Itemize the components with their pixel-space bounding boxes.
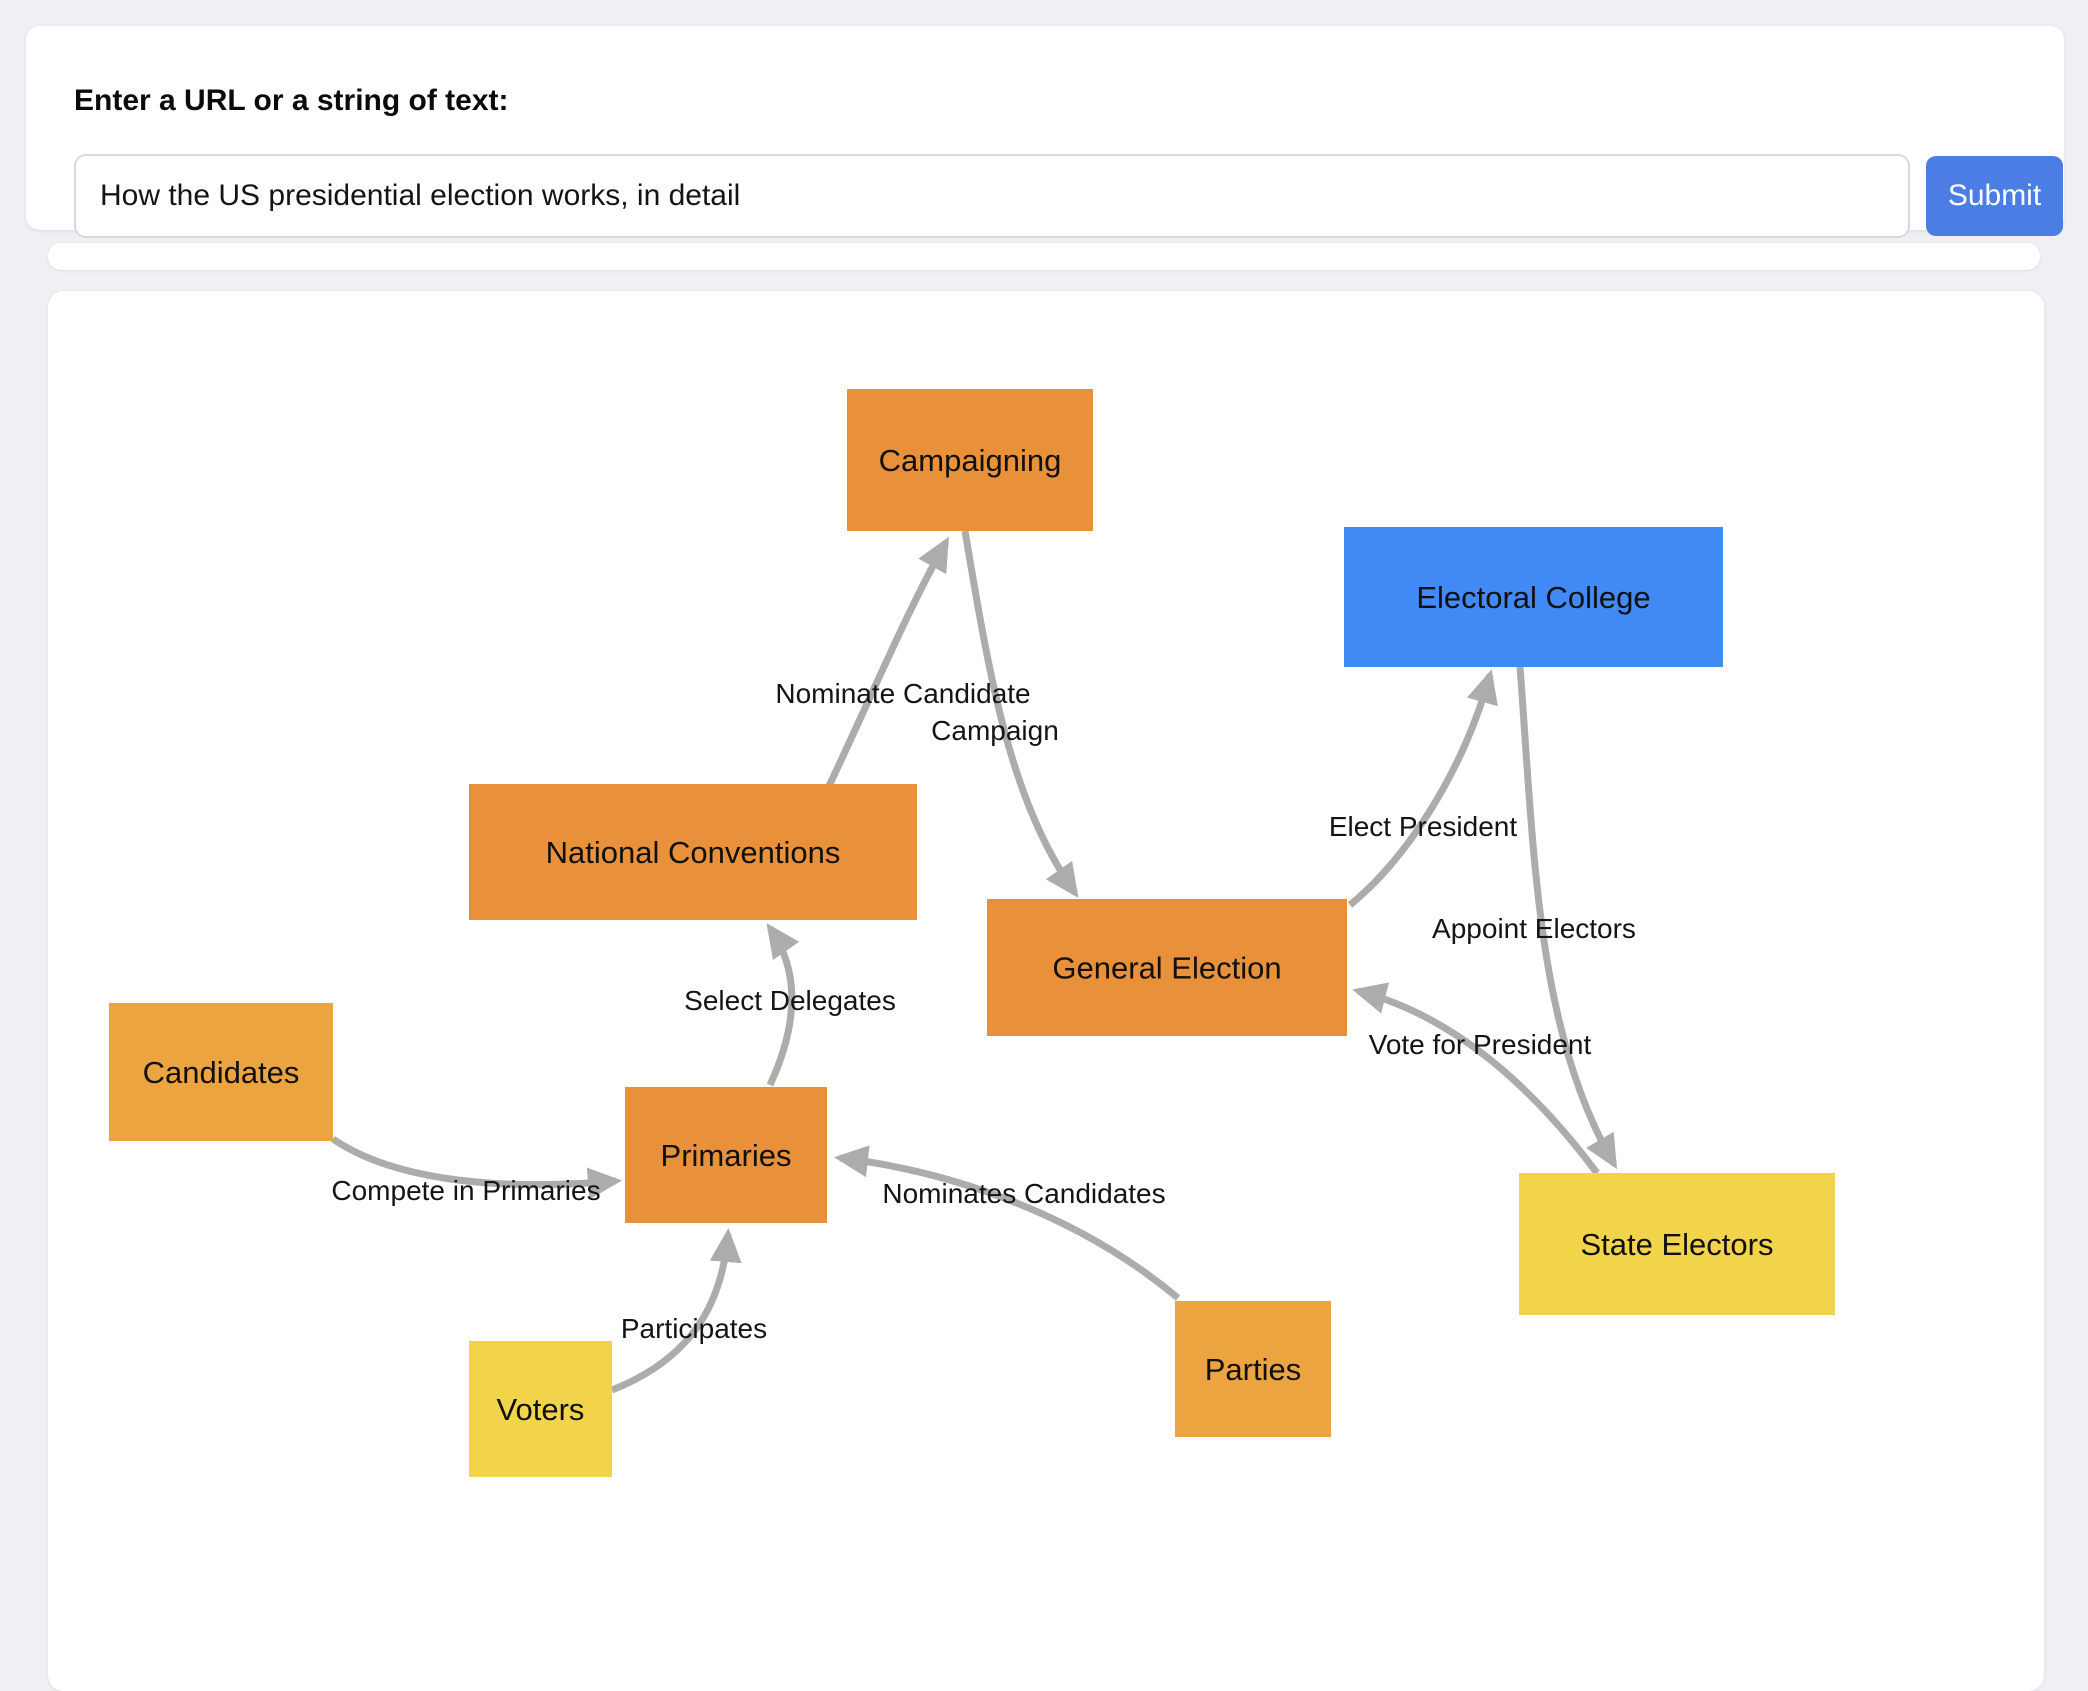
node-primaries[interactable]: Primaries — [625, 1087, 827, 1223]
edge-label-general_election-to-electoral_college: Elect President — [1329, 811, 1518, 842]
node-rect-parties[interactable] — [1175, 1301, 1331, 1437]
edge-label-primaries-to-national_conventions: Select Delegates — [684, 985, 896, 1016]
node-national_conventions[interactable]: National Conventions — [469, 784, 917, 920]
edge-campaigning-to-general_election — [961, 530, 1079, 898]
edge-voters-to-primaries — [610, 1228, 742, 1394]
node-label-national_conventions: National Conventions — [546, 835, 841, 870]
edge-label-electoral_college-to-state_electors: Appoint Electors — [1432, 913, 1636, 944]
node-label-candidates: Candidates — [143, 1055, 300, 1090]
edge-layer — [331, 530, 1618, 1394]
node-candidates[interactable]: Candidates — [109, 1003, 333, 1141]
node-rect-candidates[interactable] — [109, 1003, 333, 1141]
node-state_electors[interactable]: State Electors — [1519, 1173, 1835, 1315]
node-label-voters: Voters — [497, 1392, 585, 1427]
node-parties[interactable]: Parties — [1175, 1301, 1331, 1437]
node-rect-campaigning[interactable] — [847, 389, 1093, 531]
edge-parties-to-primaries — [834, 1145, 1181, 1301]
edge-general_election-to-electoral_college — [1347, 669, 1498, 908]
edge-label-parties-to-primaries: Nominates Candidates — [882, 1178, 1165, 1209]
prompt-label: Enter a URL or a string of text: — [74, 84, 509, 117]
url-text-input[interactable] — [74, 154, 1910, 238]
node-voters[interactable]: Voters — [469, 1341, 612, 1477]
node-label-state_electors: State Electors — [1581, 1227, 1774, 1262]
node-rect-voters[interactable] — [469, 1341, 612, 1477]
edge-national_conventions-to-campaigning — [824, 536, 950, 790]
node-label-parties: Parties — [1205, 1352, 1301, 1387]
edge-state_electors-to-general_election — [1352, 982, 1600, 1176]
node-label-campaigning: Campaigning — [879, 443, 1062, 478]
collapsed-panel-bar — [48, 243, 2040, 270]
edge-electoral_college-to-state_electors — [1516, 666, 1618, 1170]
edge-primaries-to-national_conventions — [766, 923, 800, 1087]
edge-label-voters-to-primaries: Participates — [621, 1313, 767, 1344]
submit-button[interactable]: Submit — [1926, 156, 2063, 236]
edge-label-national_conventions-to-campaigning: Nominate Candidate — [775, 678, 1030, 709]
node-campaigning[interactable]: Campaigning — [847, 389, 1093, 531]
node-label-general_election: General Election — [1052, 951, 1281, 986]
edge-label-candidates-to-primaries: Compete in Primaries — [331, 1175, 600, 1206]
edge-candidates-to-primaries — [331, 1136, 622, 1200]
edge-label-campaigning-to-general_election: Campaign — [931, 715, 1059, 746]
node-electoral_college[interactable]: Electoral College — [1344, 527, 1723, 667]
node-label-electoral_college: Electoral College — [1416, 580, 1650, 615]
prompt-card: Enter a URL or a string of text: Submit — [26, 26, 2064, 238]
node-rect-primaries[interactable] — [625, 1087, 827, 1223]
node-label-primaries: Primaries — [661, 1138, 792, 1173]
node-general_election[interactable]: General Election — [987, 899, 1347, 1036]
edge-label-state_electors-to-general_election: Vote for President — [1369, 1029, 1592, 1060]
node-rect-national_conventions[interactable] — [469, 784, 917, 920]
node-rect-state_electors[interactable] — [1519, 1173, 1835, 1315]
node-rect-electoral_college[interactable] — [1344, 527, 1723, 667]
node-rect-general_election[interactable] — [987, 899, 1347, 1036]
